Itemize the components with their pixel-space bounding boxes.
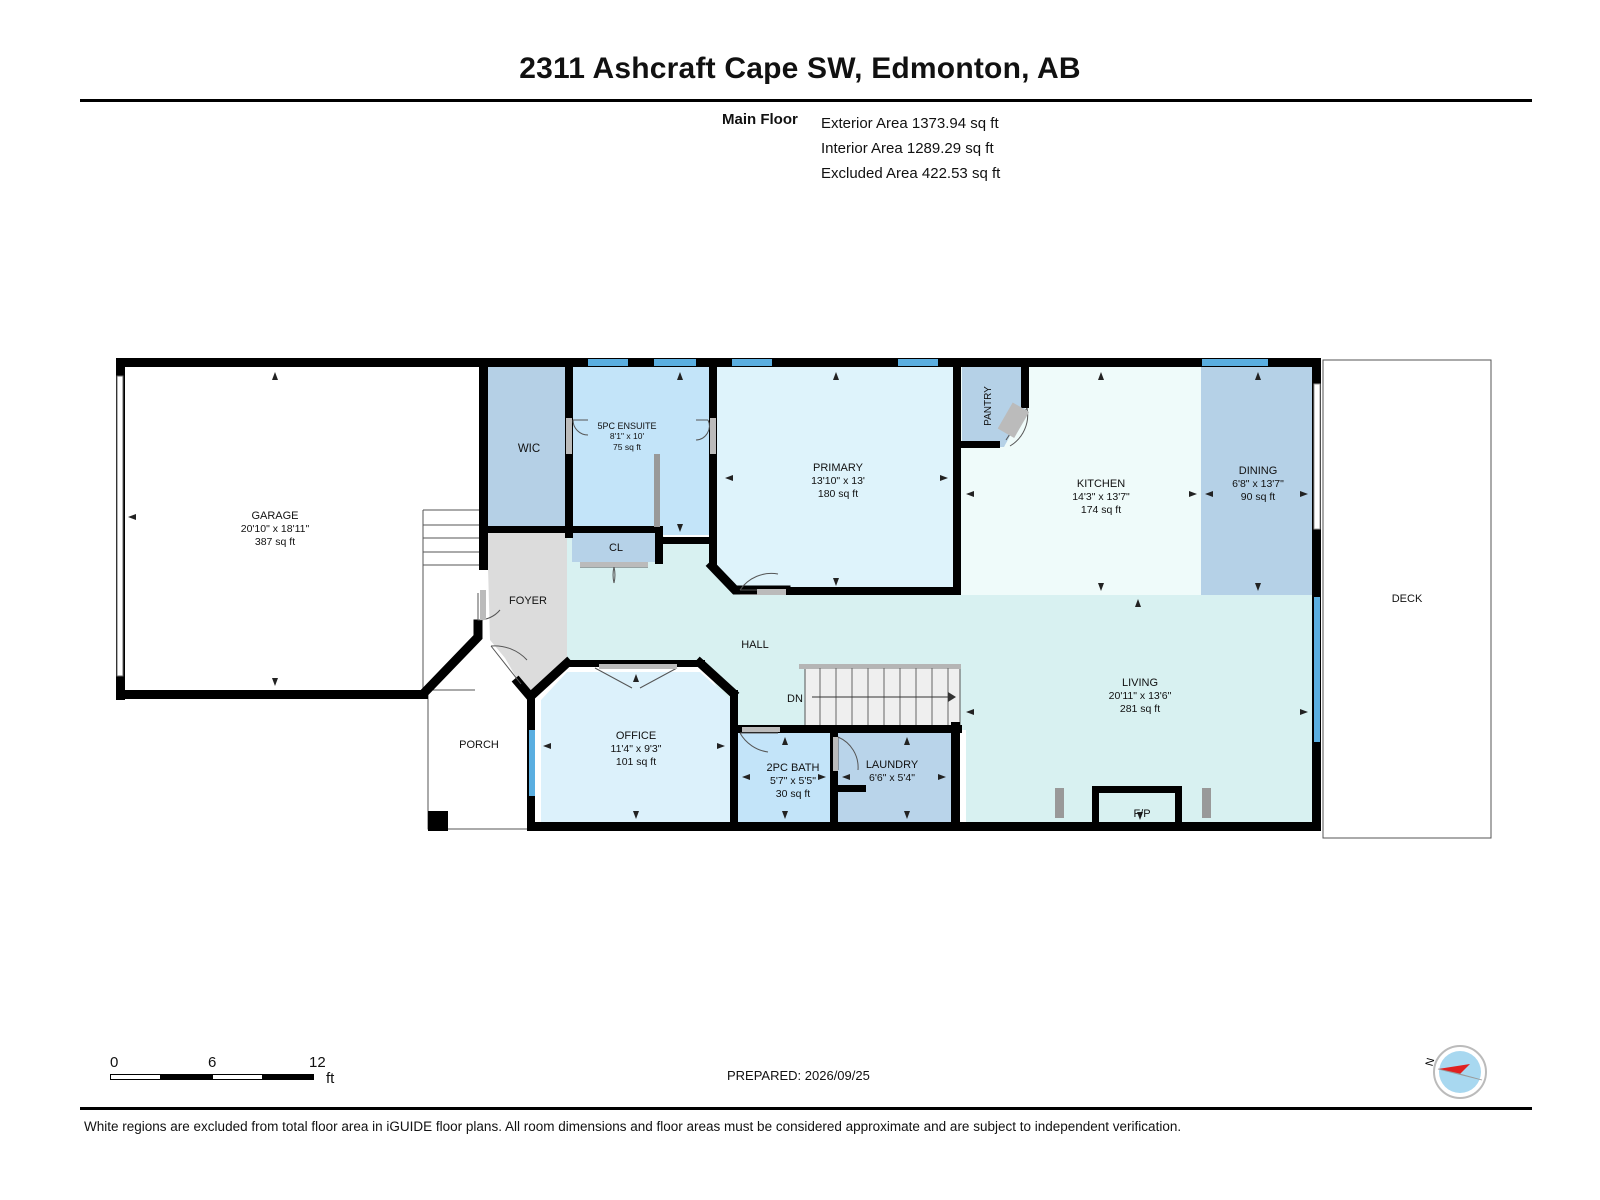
interior-stairs: [799, 664, 961, 727]
interior-area: Interior Area 1289.29 sq ft: [821, 140, 994, 157]
foyer-label: FOYER: [509, 595, 547, 607]
scale-seg-3: [212, 1074, 263, 1080]
living-area: 281 sq ft: [1120, 703, 1160, 715]
deck-label: DECK: [1392, 593, 1423, 605]
garage-area: 387 sq ft: [255, 536, 295, 548]
scale-tick-12: 12: [309, 1054, 326, 1071]
primary-dims: 13'10" x 13': [811, 475, 865, 487]
cl-fill: [572, 530, 657, 562]
door-jambs: [480, 402, 1030, 771]
porch-outline: [427, 690, 528, 830]
foyer-fill: [487, 530, 567, 696]
bath-area: 30 sq ft: [776, 788, 811, 800]
garage-dims: 20'10" x 18'11": [241, 523, 310, 535]
living-dims: 20'11" x 13'6": [1109, 690, 1172, 702]
garage-door: [116, 375, 124, 677]
dining-fill: [1201, 367, 1312, 595]
primary-label: PRIMARY: [813, 462, 864, 474]
living-label: LIVING: [1122, 677, 1158, 689]
page-title: 2311 Ashcraft Cape SW, Edmonton, AB: [519, 52, 1081, 85]
scale-unit: ft: [326, 1070, 335, 1087]
porch-label: PORCH: [459, 739, 499, 751]
compass-icon: N: [1422, 1034, 1492, 1104]
floor-name: Main Floor: [722, 111, 798, 128]
kitchen-area: 174 sq ft: [1081, 504, 1121, 516]
garage-label: GARAGE: [251, 510, 298, 522]
pantry-label: PANTRY: [983, 386, 994, 426]
kitchen-dims: 14'3" x 13'7": [1072, 491, 1130, 503]
wic-label: WIC: [518, 443, 540, 455]
excluded-area: Excluded Area 422.53 sq ft: [821, 165, 1001, 182]
office-dims: 11'4" x 9'3": [611, 743, 662, 755]
scale-seg-2: [161, 1074, 212, 1080]
wic-fill: [487, 367, 567, 530]
ensuite-fill: [572, 367, 712, 535]
ensuite-area: 75 sq ft: [613, 442, 642, 452]
prepared-date: PREPARED: 2026/09/25: [727, 1068, 870, 1083]
ensuite-dims: 8'1" x 10': [610, 431, 645, 441]
scale-seg-4: [263, 1074, 314, 1080]
office-label: OFFICE: [616, 730, 656, 742]
office-area: 101 sq ft: [616, 756, 656, 768]
scale-seg-1: [110, 1074, 161, 1080]
scale-tick-6: 6: [208, 1054, 217, 1071]
title-divider: [80, 99, 1532, 102]
dining-label: DINING: [1239, 465, 1278, 477]
laundry-fill: [838, 733, 951, 823]
dn-label: DN: [787, 693, 803, 705]
dining-slider: [1313, 383, 1321, 530]
laundry-dims: 6'6" x 5'4": [869, 772, 915, 784]
ensuite-label: 5PC ENSUITE: [597, 421, 656, 431]
fp-label: F/P: [1133, 808, 1150, 820]
bath-label: 2PC BATH: [767, 762, 820, 774]
area-summary: Exterior Area 1373.94 sq ft Interior Are…: [821, 111, 1000, 186]
windows: [529, 359, 1320, 796]
hall-label: HALL: [741, 639, 769, 651]
porch-post: [428, 811, 448, 831]
dimension-arrows: [128, 372, 1308, 820]
laundry-label: LAUNDRY: [866, 759, 919, 771]
disclaimer: White regions are excluded from total fl…: [84, 1119, 1182, 1134]
deck-outline: [1322, 359, 1492, 839]
dining-area: 90 sq ft: [1241, 491, 1276, 503]
bath-dims: 5'7" x 5'5": [770, 775, 816, 787]
primary-area: 180 sq ft: [818, 488, 858, 500]
cl-label: CL: [609, 542, 623, 554]
office-fill: [541, 672, 731, 823]
primary-fill: [717, 367, 956, 590]
dining-dims: 6'8" x 13'7": [1232, 478, 1284, 490]
exterior-area: Exterior Area 1373.94 sq ft: [821, 115, 999, 132]
footer-divider: [80, 1107, 1532, 1110]
room-labels: GARAGE 20'10" x 18'11" 387 sq ft WIC 5PC…: [241, 386, 1423, 820]
scale-bar: 0 6 12 ft: [108, 1052, 348, 1092]
kitchen-label: KITCHEN: [1077, 478, 1125, 490]
scale-tick-0: 0: [110, 1054, 119, 1071]
bath-fill: [738, 733, 833, 823]
compass-north-label: N: [1424, 1057, 1438, 1068]
garage-stairs: [422, 509, 479, 688]
